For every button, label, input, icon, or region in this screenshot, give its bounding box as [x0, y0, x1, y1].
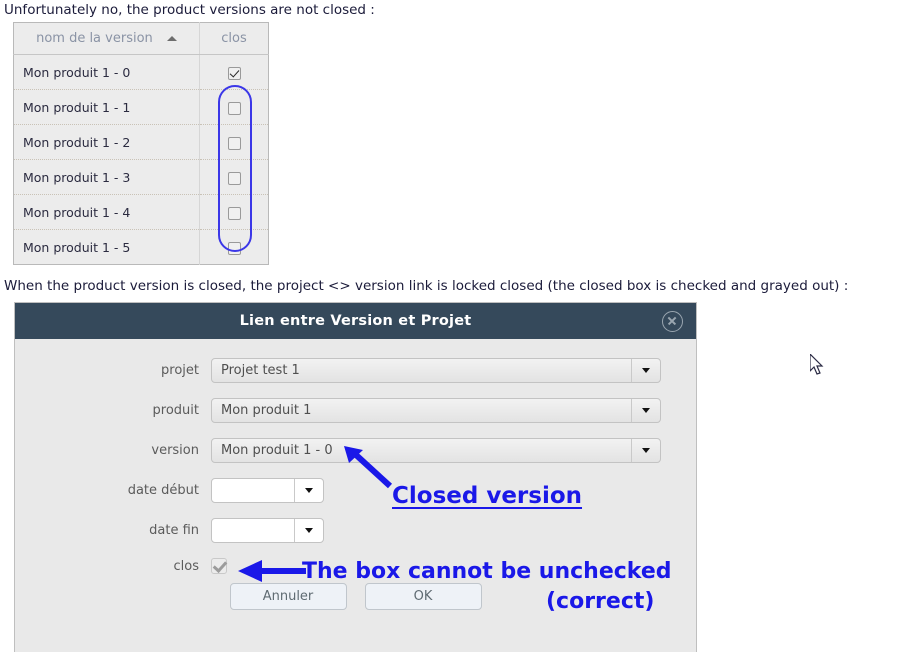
version-select[interactable]: Mon produit 1 - 0 — [211, 438, 661, 463]
chevron-down-icon — [631, 359, 660, 382]
table-row[interactable]: Mon produit 1 - 5 — [13, 229, 269, 265]
produit-select[interactable]: Mon produit 1 — [211, 398, 661, 423]
row-checkbox-checked[interactable] — [227, 66, 241, 80]
ok-button[interactable]: OK — [364, 583, 482, 610]
table-row[interactable]: Mon produit 1 - 3 — [13, 159, 269, 195]
chevron-down-icon — [631, 399, 660, 422]
cell-version-name: Mon produit 1 - 4 — [13, 194, 200, 230]
versions-table: nom de la version clos Mon produit 1 - 0… — [13, 22, 269, 265]
version-project-link-dialog: Lien entre Version et Projet projet Proj… — [14, 302, 697, 652]
annotation-correct: (correct) — [546, 589, 655, 614]
dialog-body: projet Projet test 1 produit Mon produit… — [15, 339, 696, 652]
form-row-date-debut: date début — [15, 478, 696, 503]
table-header-row: nom de la version clos — [13, 22, 269, 55]
form-row-version: version Mon produit 1 - 0 — [15, 438, 696, 463]
projet-select-value: Projet test 1 — [221, 363, 300, 378]
row-checkbox-unchecked[interactable] — [227, 206, 241, 220]
chevron-down-icon — [631, 439, 660, 462]
row-checkbox-unchecked[interactable] — [227, 101, 241, 115]
cell-version-name: Mon produit 1 - 1 — [13, 89, 200, 125]
column-header-clos[interactable]: clos — [199, 22, 269, 55]
clos-checkbox-disabled-checked — [211, 558, 227, 574]
label-date-fin: date fin — [149, 523, 199, 538]
label-version: version — [151, 443, 199, 458]
label-clos: clos — [173, 558, 200, 574]
projet-select[interactable]: Projet test 1 — [211, 358, 661, 383]
cancel-button[interactable]: Annuler — [229, 583, 347, 610]
dialog-button-bar: Annuler OK — [15, 583, 696, 610]
cell-clos — [199, 194, 269, 230]
form-row-date-fin: date fin — [15, 518, 696, 543]
cell-version-name: Mon produit 1 - 5 — [13, 229, 200, 265]
table-row[interactable]: Mon produit 1 - 1 — [13, 89, 269, 125]
intro-paragraph-one: Unfortunately no, the product versions a… — [4, 2, 375, 18]
sort-ascending-icon — [166, 35, 177, 41]
chevron-down-icon — [294, 519, 323, 542]
label-produit: produit — [152, 403, 199, 418]
intro-paragraph-two: When the product version is closed, the … — [4, 278, 849, 294]
column-header-version-name[interactable]: nom de la version — [13, 22, 200, 55]
table-row[interactable]: Mon produit 1 - 4 — [13, 194, 269, 230]
label-date-debut: date début — [127, 483, 199, 498]
row-checkbox-unchecked[interactable] — [227, 171, 241, 185]
date-fin-input[interactable] — [211, 518, 324, 543]
row-checkbox-unchecked[interactable] — [227, 136, 241, 150]
form-row-produit: produit Mon produit 1 — [15, 398, 696, 423]
cell-clos — [199, 229, 269, 265]
cell-clos — [199, 89, 269, 125]
table-row[interactable]: Mon produit 1 - 0 — [13, 54, 269, 90]
table-row[interactable]: Mon produit 1 - 2 — [13, 124, 269, 160]
annotation-closed-version: Closed version — [392, 483, 583, 509]
cell-version-name: Mon produit 1 - 3 — [13, 159, 200, 195]
mouse-cursor-icon — [810, 354, 824, 375]
date-debut-input[interactable] — [211, 478, 324, 503]
dialog-title: Lien entre Version et Projet — [239, 313, 472, 329]
form-row-projet: projet Projet test 1 — [15, 358, 696, 383]
cell-clos — [199, 159, 269, 195]
column-header-clos-label: clos — [221, 30, 247, 46]
version-select-value: Mon produit 1 - 0 — [221, 443, 333, 458]
produit-select-value: Mon produit 1 — [221, 403, 312, 418]
chevron-down-icon — [294, 479, 323, 502]
form-row-clos: clos — [15, 558, 696, 574]
row-checkbox-unchecked[interactable] — [227, 241, 241, 255]
cell-clos — [199, 124, 269, 160]
dialog-titlebar: Lien entre Version et Projet — [15, 303, 696, 339]
cell-clos — [199, 54, 269, 90]
close-circle-icon[interactable] — [662, 311, 683, 332]
annotation-cannot-uncheck: The box cannot be unchecked — [302, 559, 672, 584]
cell-version-name: Mon produit 1 - 2 — [13, 124, 200, 160]
column-header-version-name-label: nom de la version — [36, 30, 153, 46]
label-projet: projet — [161, 363, 199, 378]
cell-version-name: Mon produit 1 - 0 — [13, 54, 200, 90]
